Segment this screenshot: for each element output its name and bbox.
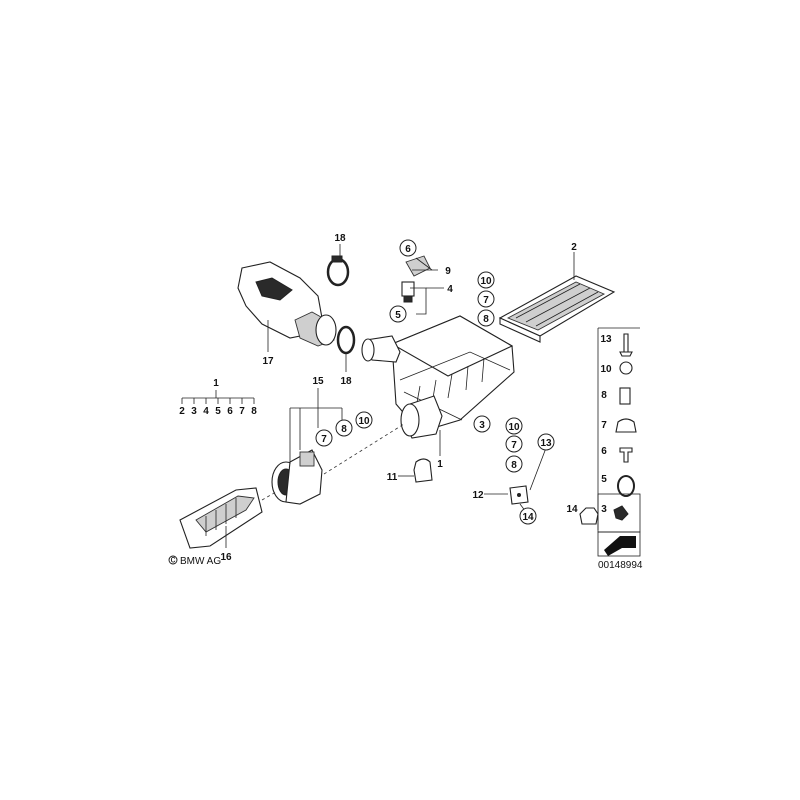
part-1-air-filter-housing — [361, 315, 515, 439]
part-12-bracket — [509, 485, 529, 505]
label-10-maf: 10 — [358, 416, 370, 427]
parts-legend-panel — [579, 327, 641, 557]
label-7-top: 7 — [483, 295, 489, 306]
label-18-lower: 18 — [340, 376, 352, 387]
diagram-number: 00148994 — [598, 560, 643, 571]
label-group-7: 7 — [239, 406, 245, 417]
part-2-filter-element — [498, 275, 616, 343]
label-8-top: 8 — [483, 314, 489, 325]
label-10-top: 10 — [480, 276, 492, 287]
rivet-icon — [619, 333, 633, 357]
screw-head-icon — [619, 361, 633, 375]
assembly-line-housing-maf — [323, 423, 405, 475]
expanding-nut-icon — [579, 507, 599, 525]
part-number-labels: 18 17 18 6 9 4 5 10 7 8 2 1 1 2 3 4 5 6 … — [179, 233, 612, 563]
copyright-text: BMW AG — [180, 556, 221, 567]
label-12: 12 — [472, 490, 484, 501]
label-17: 17 — [262, 356, 274, 367]
label-group-2: 2 — [179, 406, 185, 417]
grommet-icon — [615, 418, 637, 433]
label-3-mid: 3 — [479, 420, 485, 431]
legend-label-7: 7 — [601, 420, 607, 431]
label-6: 6 — [405, 244, 411, 255]
leader-lines — [181, 244, 575, 548]
label-8-maf: 8 — [341, 424, 347, 435]
label-group-8: 8 — [251, 406, 257, 417]
label-1-main: 1 — [437, 459, 443, 470]
copyright-c-icon: c — [171, 555, 176, 566]
clip-icon — [613, 505, 629, 521]
label-group-6: 6 — [227, 406, 233, 417]
label-1-group: 1 — [213, 378, 219, 389]
label-13-mid: 13 — [540, 438, 552, 449]
label-5: 5 — [395, 310, 401, 321]
part-18-hose-clamp-top — [326, 255, 350, 287]
o-ring-icon — [617, 475, 635, 497]
label-group-3: 3 — [191, 406, 197, 417]
legend-label-6: 6 — [601, 446, 607, 457]
part-4-temperature-sensor — [401, 281, 415, 303]
label-18-top: 18 — [334, 233, 346, 244]
label-7-maf: 7 — [321, 434, 327, 445]
label-2: 2 — [571, 242, 577, 253]
label-14-mid: 14 — [522, 512, 534, 523]
label-4: 4 — [447, 284, 453, 295]
label-11: 11 — [387, 472, 398, 483]
part-15-mass-air-flow-sensor — [271, 449, 323, 505]
label-7-mid: 7 — [511, 440, 517, 451]
legend-label-14: 14 — [566, 504, 578, 515]
part-11-rubber-cap — [413, 458, 433, 483]
copyright-notice: c BMW AG — [168, 555, 221, 567]
legend-label-5: 5 — [601, 474, 607, 485]
part-17-intake-snorkel — [237, 261, 337, 347]
callout-circles — [315, 239, 555, 525]
spacer-sleeve-icon — [619, 387, 631, 405]
label-10-mid: 10 — [508, 422, 520, 433]
label-8-mid: 8 — [511, 460, 517, 471]
assembly-line-maf-duct — [261, 491, 277, 501]
screw-icon — [619, 447, 633, 463]
label-group-5: 5 — [215, 406, 221, 417]
label-16: 16 — [220, 552, 232, 563]
legend-label-3: 3 — [601, 504, 607, 515]
part-18-hose-clamp-lower — [336, 325, 356, 355]
part-16-intake-duct — [179, 487, 263, 549]
label-15: 15 — [312, 376, 324, 387]
label-group-4: 4 — [203, 406, 209, 417]
legend-label-13: 13 — [600, 334, 612, 345]
legend-label-8: 8 — [601, 390, 607, 401]
label-9: 9 — [445, 266, 451, 277]
legend-label-10: 10 — [600, 364, 612, 375]
